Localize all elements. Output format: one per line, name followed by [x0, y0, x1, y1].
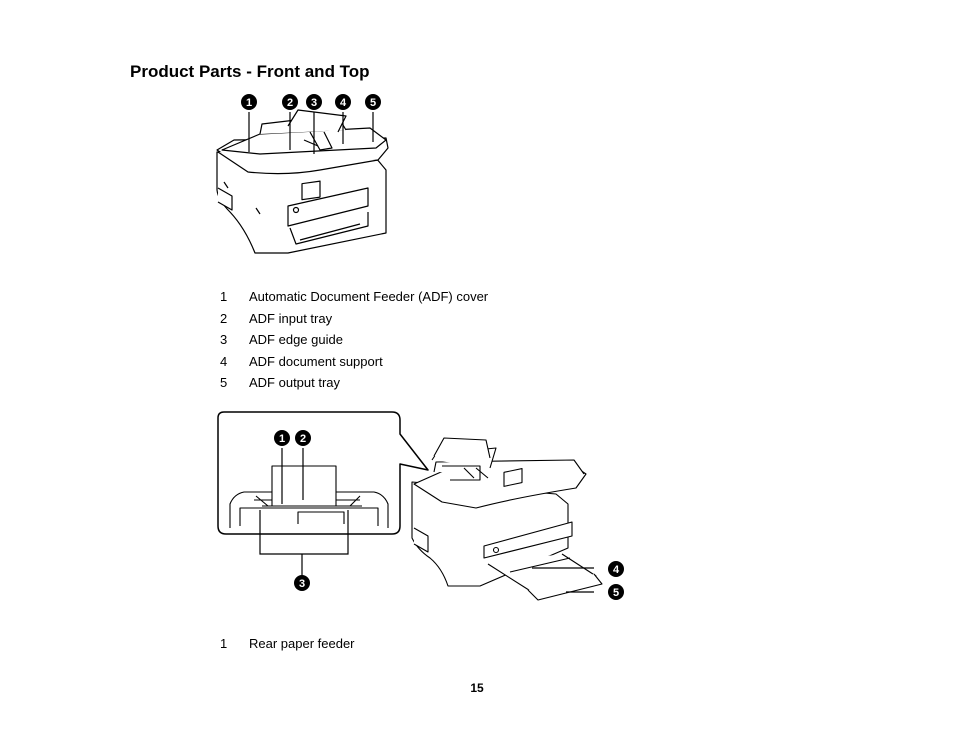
legend-number: 2 — [220, 311, 228, 326]
callout-3-label: 3 — [299, 578, 305, 590]
callout-3-label: 3 — [311, 97, 317, 109]
callout-1-label: 1 — [246, 97, 252, 109]
callout-4 — [608, 561, 624, 577]
callout-5 — [365, 94, 381, 110]
legend-number: 4 — [220, 354, 228, 369]
printer-front-top-illustration: 1 2 3 4 5 — [216, 94, 389, 254]
callout-5-label: 5 — [613, 587, 619, 599]
callout-3 — [306, 94, 322, 110]
callout-5-label: 5 — [370, 97, 376, 109]
callout-2-label: 2 — [287, 97, 293, 109]
callout-1 — [241, 94, 257, 110]
legend-number: 1 — [220, 636, 228, 651]
callout-2 — [295, 430, 311, 446]
printer-rear-feeder-illustration: 1 2 3 4 5 — [217, 411, 624, 601]
callout-4 — [335, 94, 351, 110]
legend-text: ADF output tray — [249, 375, 341, 390]
legend-number: 1 — [220, 289, 228, 304]
callout-5 — [608, 584, 624, 600]
callout-2 — [282, 94, 298, 110]
callout-2-label: 2 — [300, 433, 306, 445]
legend-number: 5 — [220, 375, 228, 390]
legend-text: Automatic Document Feeder (ADF) cover — [249, 289, 489, 304]
page-title: Product Parts - Front and Top — [130, 62, 370, 81]
page-number: 15 — [470, 681, 484, 695]
callout-4-label: 4 — [340, 97, 347, 109]
callout-1 — [274, 430, 290, 446]
callout-4-label: 4 — [613, 564, 620, 576]
callout-3 — [294, 575, 310, 591]
legend-text: ADF edge guide — [249, 332, 343, 347]
legend-number: 3 — [220, 332, 228, 347]
legend-text: ADF input tray — [249, 311, 333, 326]
callout-1-label: 1 — [279, 433, 285, 445]
legend-text: ADF document support — [249, 354, 383, 369]
legend-text: Rear paper feeder — [249, 636, 355, 651]
